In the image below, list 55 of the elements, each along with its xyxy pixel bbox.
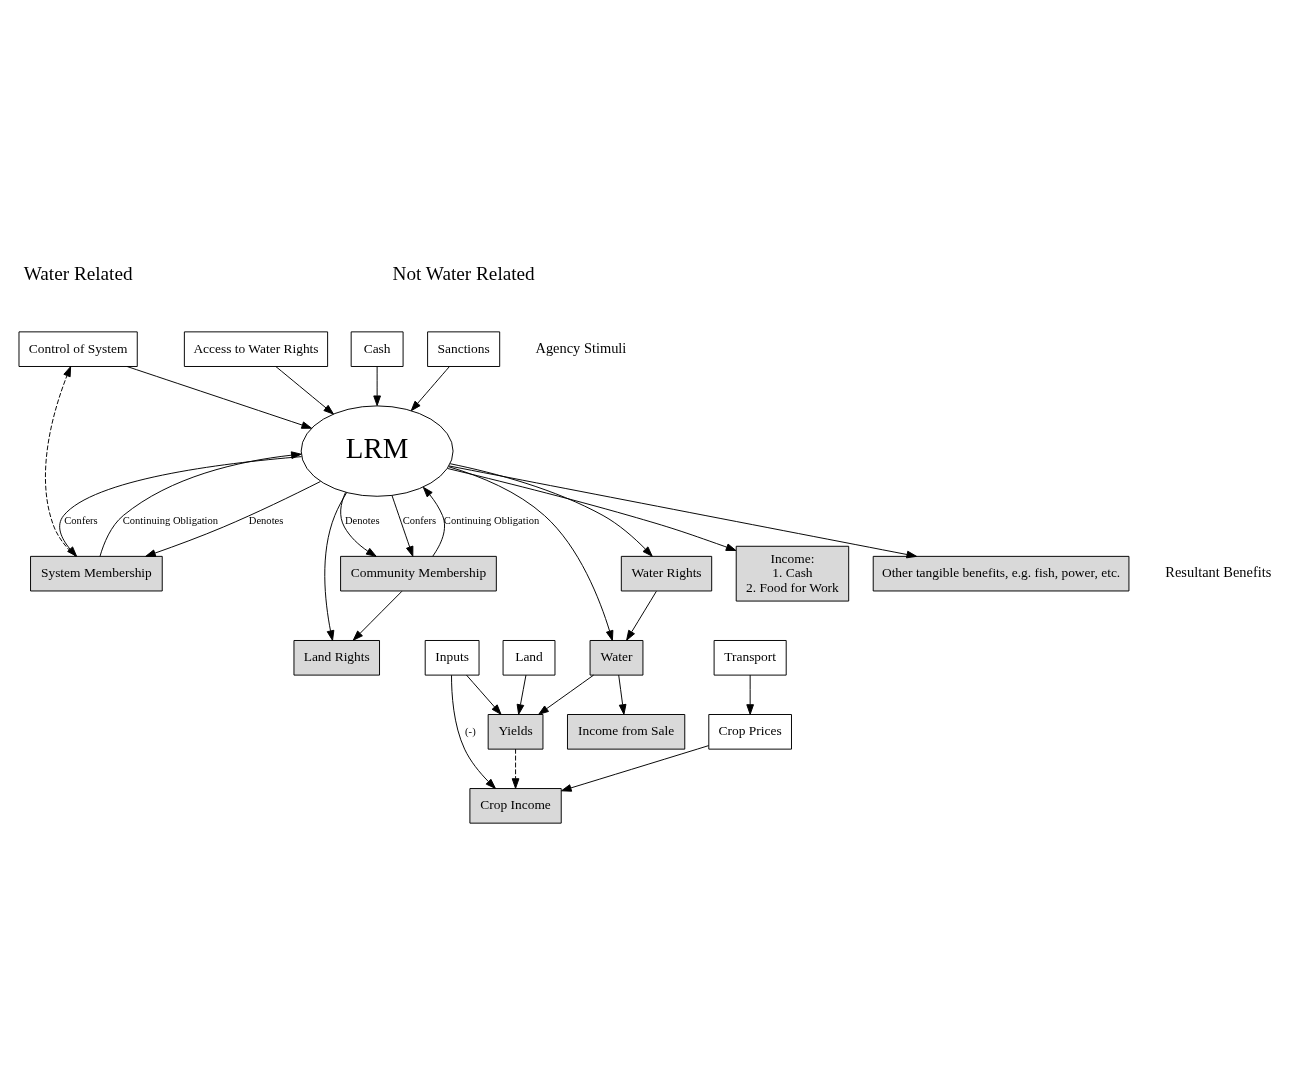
label: Agency Stimuli [535,339,627,356]
edge-label: Denotes [248,514,284,526]
arrow [45,365,76,557]
arrow [561,744,710,792]
arrow [352,590,403,641]
edge-label: Continuing Obligation [443,514,540,526]
arrow [59,455,303,557]
edge-label: Confers [402,514,437,526]
edge-label: Denotes [344,514,380,526]
arrow [448,464,918,558]
edge-label: Continuing Obligation [122,514,219,526]
node-box: System Membership [30,555,163,591]
node-box: Crop Income [469,787,562,824]
node-box: Land [502,639,556,676]
node-box: Sanctions [427,330,501,367]
arrow [448,465,614,641]
node-box: Cash [350,330,404,367]
arrow [516,674,527,715]
node-box: Income from Sale [567,713,686,750]
node-box: Water Rights [620,555,713,591]
node-box: Transport [713,639,787,676]
node-box: Control of System [18,330,138,367]
node-box: Other tangible benefits, e.g. fish, power, etc. [872,555,1130,591]
label: Resultant Benefits [1165,563,1272,580]
arrow [422,486,446,557]
arrow [626,590,657,641]
arrow [99,450,302,557]
node-box: Land Rights [293,639,380,676]
arrow [511,748,520,789]
node-box: Access to Water Rights [183,330,329,367]
edge-label: (-) [465,725,476,737]
node-box: Yields [487,713,544,750]
arrow [466,674,502,715]
arrow [373,365,381,406]
node-box: Water [589,639,644,676]
arrow [126,365,313,429]
arrow [447,467,737,551]
arrow [340,491,377,557]
arrow [618,674,627,715]
arrow [391,494,414,557]
label: Water Related [23,262,133,284]
arrow [275,365,334,415]
arrow [538,674,595,715]
arrow [449,462,653,557]
arrow [451,674,496,789]
edge-label: Confers [64,514,98,526]
node-box: Income: 1. Cash 2. Food for Work [735,545,850,602]
arrow [746,674,754,715]
node-box: Community Membership [340,555,497,591]
arrow [324,491,348,641]
arrow [410,365,450,411]
arrow [145,480,321,557]
node-box: Crop Prices [708,713,792,750]
node-box: Inputs [424,639,480,676]
label: Not Water Related [392,262,535,284]
